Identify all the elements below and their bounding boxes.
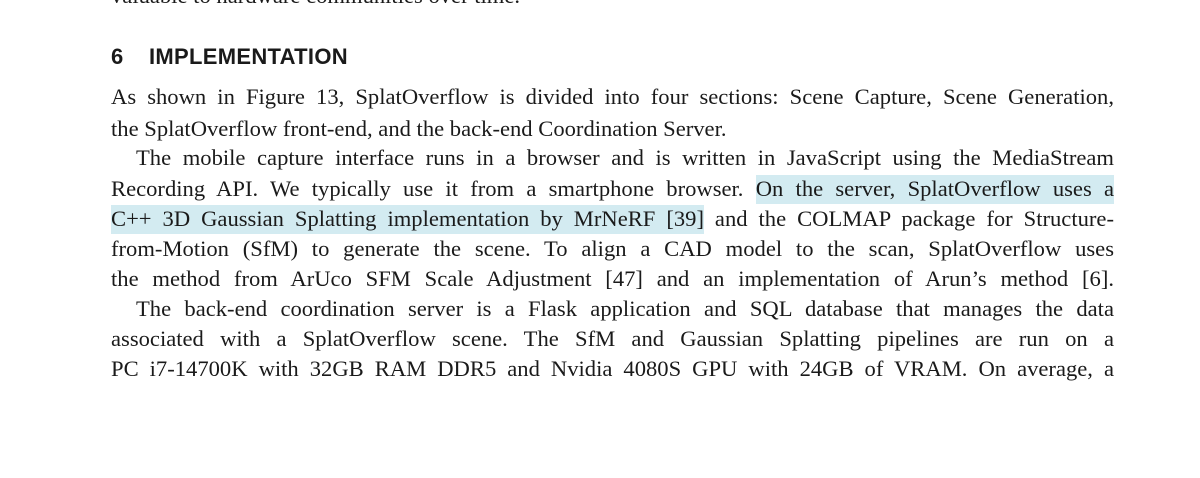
text-line-4-plain: Recording API. We typically use it from …	[111, 176, 756, 201]
text-line-5-plain: and the COLMAP package for Structure-	[703, 206, 1114, 231]
text-line-2: the SplatOverflow front-end, and the bac…	[111, 116, 727, 141]
text-line-10: PC i7-14700K with 32GB RAM DDR5 and Nvid…	[111, 356, 1114, 381]
text-line-5: C++ 3D Gaussian Splatting implementation…	[111, 203, 1114, 235]
text-line-8: The back-end coordination server is a Fl…	[136, 296, 1114, 321]
highlighted-text-selection-end[interactable]: C++ 3D Gaussian Splatting implementation…	[111, 205, 704, 234]
text-line-6: from-Motion (SfM) to generate the scene.…	[111, 236, 1114, 261]
text-line-3: The mobile capture interface runs in a b…	[136, 145, 1114, 170]
previous-paragraph-tail: valuable to hardware communities over ti…	[111, 0, 520, 12]
section-title: IMPLEMENTATION	[149, 44, 348, 69]
section-number: 6	[111, 44, 124, 69]
text-line-1: As shown in Figure 13, SplatOverflow is …	[111, 84, 1114, 109]
text-line-7: the method from ArUco SFM Scale Adjustme…	[111, 266, 1114, 291]
section-heading: 6 IMPLEMENTATION	[111, 41, 348, 73]
highlighted-text-selection-start[interactable]: On the server, SplatOverflow uses a	[755, 175, 1115, 204]
text-line-4: Recording API. We typically use it from …	[111, 173, 1115, 205]
text-line-9: associated with a SplatOverflow scene. T…	[111, 326, 1114, 351]
